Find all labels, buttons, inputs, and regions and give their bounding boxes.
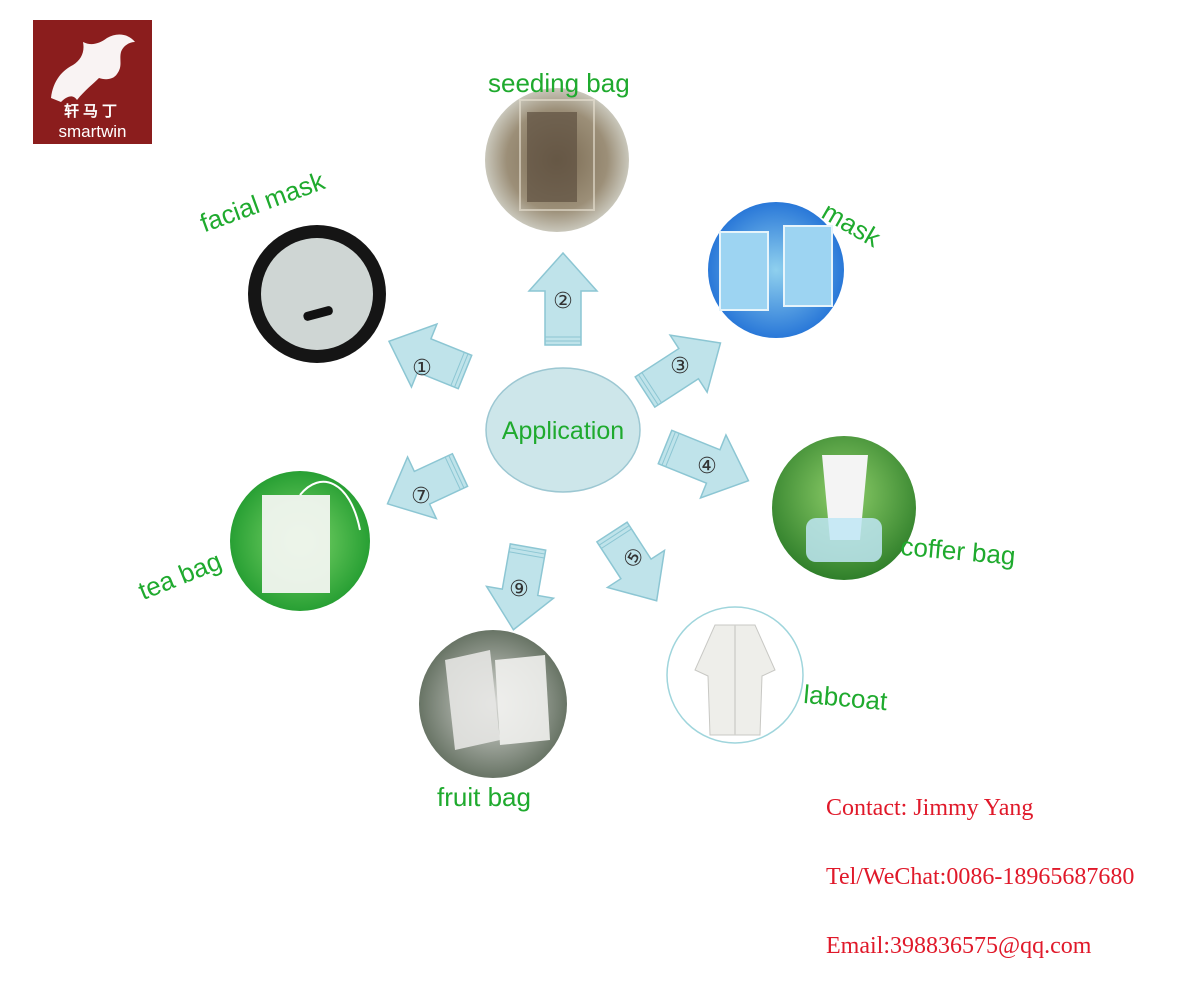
contact-tel: Tel/WeChat:0086-18965687680 (826, 864, 1135, 890)
coffer-bag-photo (772, 436, 916, 580)
center-label: Application (502, 417, 624, 445)
arrow-facial-mask (387, 322, 473, 390)
seeding-bag-photo (485, 88, 629, 232)
labcoat-photo (666, 606, 804, 744)
arrow-fruit-bag (485, 543, 556, 631)
arrow-mask (634, 334, 722, 409)
marker-mask: ③ (670, 354, 690, 379)
marker-tea-bag: ⑦ (411, 484, 431, 509)
logo-cjk-text: 轩马丁 (63, 102, 121, 120)
contact-name: Contact: Jimmy Yang (826, 795, 1034, 821)
marker-fruit-bag: ⑨ (509, 577, 529, 602)
smartwin-logo: 轩马丁 smartwin (33, 20, 152, 144)
center-ellipse (485, 367, 641, 493)
facial-mask-photo (248, 225, 386, 363)
arrow-tea-bag (386, 452, 469, 520)
contact-email: Email:398836575@qq.com (826, 933, 1092, 959)
marker-coffer-bag: ④ (697, 454, 717, 479)
tea-bag-photo (230, 471, 370, 611)
label-fruit-bag: fruit bag (437, 782, 531, 812)
marker-seeding-bag: ② (553, 289, 573, 314)
arrow-seeding-bag (527, 251, 599, 346)
logo-brand-text: smartwin (58, 122, 127, 141)
fruit-bag-photo (419, 630, 567, 778)
arrow-coffer-bag (657, 429, 750, 500)
marker-facial-mask: ① (412, 356, 432, 381)
horse-icon (51, 34, 135, 102)
arrow-labcoat (595, 521, 666, 602)
mask-photo (708, 202, 844, 338)
label-seeding-bag: seeding bag (488, 68, 630, 98)
